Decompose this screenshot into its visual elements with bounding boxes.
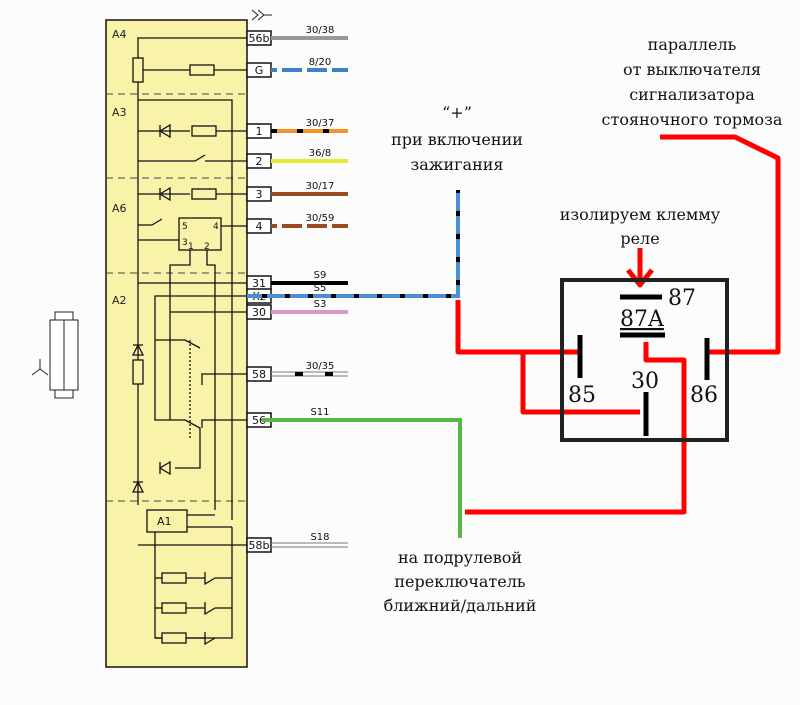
svg-text:от выключателя: от выключателя bbox=[623, 60, 761, 79]
instrument-panel-board bbox=[105, 19, 248, 668]
svg-text:S3: S3 bbox=[314, 299, 327, 310]
svg-text:сигнализатора: сигнализатора bbox=[629, 85, 755, 104]
svg-text:58b: 58b bbox=[249, 539, 270, 552]
svg-text:3: 3 bbox=[182, 238, 188, 248]
pin-58b: 58b S18 bbox=[246, 532, 348, 553]
svg-text:зажигания: зажигания bbox=[411, 155, 504, 174]
svg-text:36/8: 36/8 bbox=[309, 148, 331, 159]
svg-text:S11: S11 bbox=[310, 407, 329, 418]
relay-pin-30: 30 bbox=[631, 369, 659, 394]
steering-switch-wire bbox=[262, 418, 462, 538]
svg-text:8/20: 8/20 bbox=[309, 57, 331, 68]
svg-text:56: 56 bbox=[252, 414, 266, 427]
svg-text:изолируем клемму: изолируем клемму bbox=[560, 205, 721, 224]
chip-pin-labels: 5 4 3 1 2 bbox=[182, 222, 219, 252]
svg-text:30/35: 30/35 bbox=[306, 361, 335, 372]
svg-text:2: 2 bbox=[256, 155, 263, 168]
connector-icon bbox=[251, 9, 272, 21]
section-label-a2: A2 bbox=[112, 294, 127, 307]
svg-text:S9: S9 bbox=[314, 270, 327, 281]
svg-text:56b: 56b bbox=[249, 32, 270, 45]
svg-text:1: 1 bbox=[188, 242, 194, 252]
svg-text:4: 4 bbox=[256, 220, 263, 233]
section-label-a4: A4 bbox=[112, 28, 127, 41]
svg-text:4: 4 bbox=[213, 222, 219, 232]
annotation-isolate-terminal: изолируем клемму реле bbox=[560, 205, 721, 248]
added-wires bbox=[455, 134, 781, 515]
svg-text:ближний/дальний: ближний/дальний bbox=[384, 596, 537, 615]
pin-56b: 56b 30/38 bbox=[246, 25, 348, 46]
svg-text:параллель: параллель bbox=[648, 35, 737, 54]
relay-pin-85: 85 bbox=[568, 383, 596, 408]
svg-text:переключатель: переключатель bbox=[394, 572, 526, 591]
annotation-ignition: “+” при включении зажигания bbox=[391, 103, 523, 174]
svg-text:30/37: 30/37 bbox=[306, 118, 335, 129]
svg-text:30: 30 bbox=[252, 306, 266, 319]
pin-58: 58 30/35 bbox=[246, 361, 348, 382]
relay-body bbox=[560, 278, 729, 442]
svg-text:стояночного тормоза: стояночного тормоза bbox=[602, 110, 783, 129]
svg-text:S5: S5 bbox=[314, 283, 327, 294]
svg-text:1: 1 bbox=[256, 125, 263, 138]
annotation-parking-brake: параллель от выключателя сигнализатора с… bbox=[602, 35, 783, 129]
pin-2: 2 36/8 bbox=[246, 148, 348, 169]
relay-pin-87: 87 bbox=[668, 286, 696, 311]
pin-4: 4 30/59 bbox=[246, 213, 348, 234]
svg-text:3: 3 bbox=[256, 188, 263, 201]
ignition-wire bbox=[247, 190, 460, 298]
svg-text:S18: S18 bbox=[310, 532, 329, 543]
svg-text:30/38: 30/38 bbox=[306, 25, 335, 36]
pin-56: 56 S11 bbox=[246, 407, 330, 428]
svg-text:при включении: при включении bbox=[391, 130, 523, 149]
internal-circuit bbox=[131, 37, 247, 646]
relay-pin-86: 86 bbox=[690, 383, 718, 408]
svg-text:5: 5 bbox=[182, 222, 188, 232]
svg-text:2: 2 bbox=[204, 242, 210, 252]
section-label-a3: A3 bbox=[112, 106, 127, 119]
panel-connector bbox=[49, 311, 79, 399]
pin-g: G 8/20 bbox=[246, 57, 348, 78]
section-label-a6: A6 bbox=[112, 202, 127, 215]
svg-text:на подрулевой: на подрулевой bbox=[398, 548, 522, 567]
annotation-steering-switch: на подрулевой переключатель ближний/даль… bbox=[384, 548, 537, 615]
svg-text:31: 31 bbox=[252, 277, 266, 290]
relay-pin-87a: 87A bbox=[620, 307, 665, 332]
svg-text:58: 58 bbox=[252, 368, 266, 381]
ground-icon bbox=[31, 359, 49, 376]
svg-text:реле: реле bbox=[620, 229, 659, 248]
svg-text:30/17: 30/17 bbox=[306, 181, 335, 192]
pin-31: 31 S9 bbox=[246, 270, 348, 291]
svg-text:“+”: “+” bbox=[442, 103, 472, 122]
svg-text:G: G bbox=[255, 64, 264, 77]
svg-text:30/59: 30/59 bbox=[306, 213, 335, 224]
pin-1: 1 30/37 bbox=[246, 118, 348, 139]
pin-3: 3 30/17 bbox=[246, 181, 348, 202]
module-a1-label: A1 bbox=[157, 515, 172, 528]
relay-contacts bbox=[577, 294, 710, 436]
pin-30: 30 S3 bbox=[246, 299, 348, 320]
